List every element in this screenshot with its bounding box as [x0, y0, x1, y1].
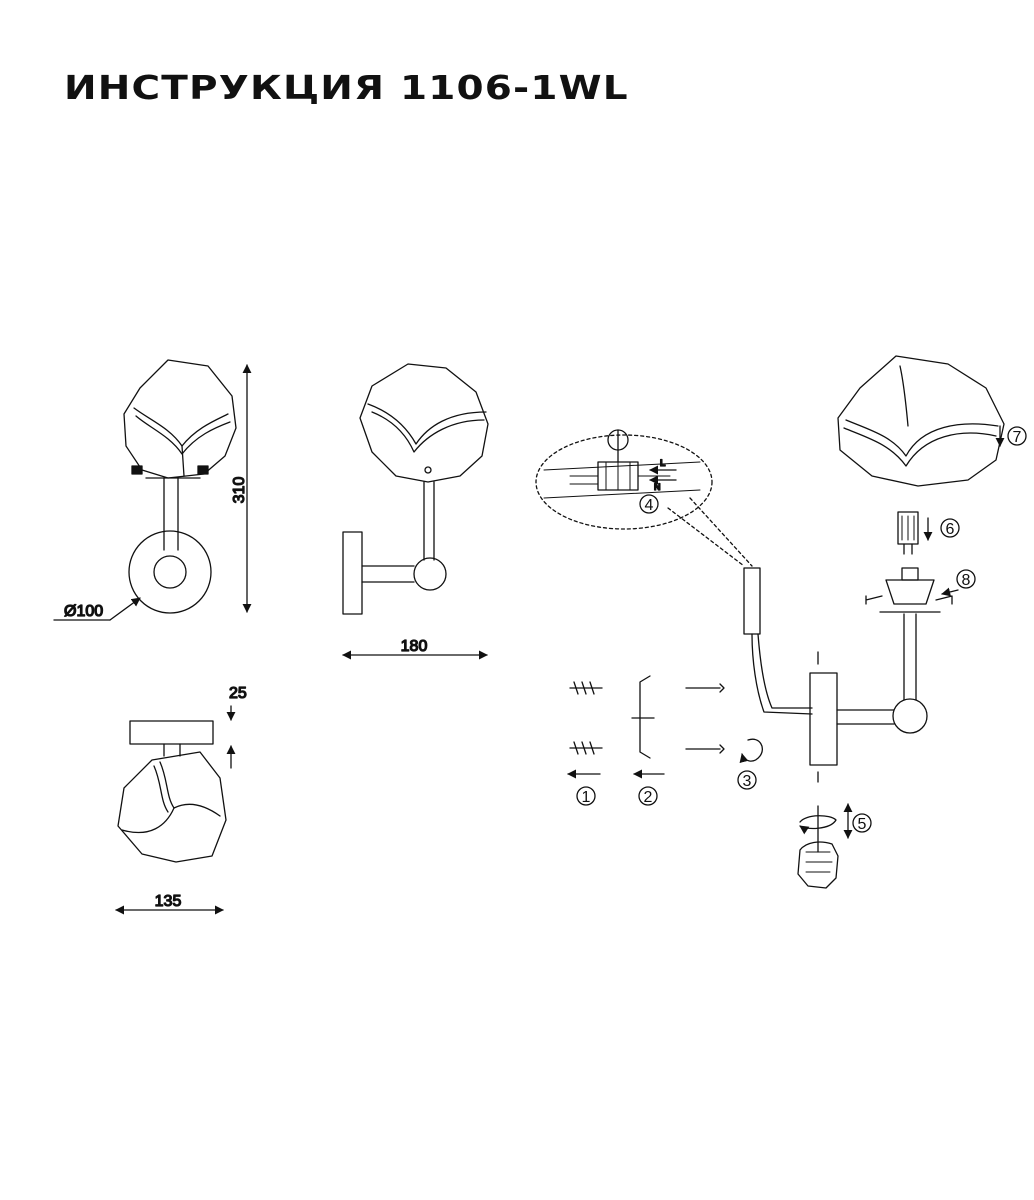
step-badge-5: 5	[852, 813, 872, 833]
page-title: ИНСТРУКЦИЯ 1106-1WL	[64, 68, 629, 107]
wire-label-neutral: N	[654, 482, 661, 492]
wall-mounting	[567, 675, 763, 779]
wall-plug-upper	[569, 681, 603, 695]
svg-text:1: 1	[582, 789, 591, 806]
step-badge-3: 3	[737, 770, 757, 790]
base-thickness-label: 25	[229, 685, 247, 702]
assembly-shade	[837, 355, 1005, 487]
lamp-body-assembly	[797, 613, 928, 889]
hand-icon	[797, 841, 839, 889]
step8-arrow	[941, 587, 959, 597]
svg-text:4: 4	[645, 497, 654, 514]
lamp-top-assembly	[837, 355, 1005, 613]
mounting-bracket	[639, 675, 651, 759]
wall-base-assembly	[809, 672, 838, 766]
svg-text:3: 3	[743, 773, 752, 790]
svg-text:8: 8	[962, 572, 971, 589]
top-wall-plate	[129, 720, 214, 745]
side-wall-plate	[342, 531, 363, 615]
height-label: 310	[231, 477, 248, 504]
step-badge-7: 7	[1007, 426, 1027, 446]
wall-plug-lower	[569, 741, 603, 755]
rotate-arrow-3	[739, 738, 763, 764]
svg-text:5: 5	[858, 816, 867, 833]
svg-text:6: 6	[946, 521, 955, 538]
bulb-icon	[897, 511, 919, 545]
depth-label: 180	[401, 638, 428, 655]
wiring-detail-callout	[535, 434, 713, 530]
front-view	[53, 359, 252, 621]
rotate-arrow-5	[799, 815, 837, 835]
width-label: 135	[155, 893, 182, 910]
wiring-detail	[535, 429, 813, 715]
front-base-plate	[128, 530, 212, 614]
socket-holder	[885, 579, 935, 605]
assembly-joint	[892, 698, 928, 734]
step-badge-2: 2	[638, 786, 658, 806]
screw-upper	[685, 683, 725, 693]
step-badge-8: 8	[956, 569, 976, 589]
side-view	[342, 363, 489, 660]
side-joint	[413, 557, 447, 591]
step-badge-6: 6	[940, 518, 960, 538]
socket-cap	[901, 567, 919, 581]
supply-cable	[751, 633, 813, 715]
svg-text:2: 2	[644, 789, 653, 806]
step-badge-4: 4	[639, 494, 659, 514]
diameter-leader	[109, 597, 141, 621]
step-badge-1: 1	[576, 786, 596, 806]
screw-left	[865, 595, 883, 605]
front-joint	[153, 555, 187, 589]
front-shade	[123, 359, 237, 479]
svg-text:7: 7	[1013, 429, 1022, 446]
front-shade-facet	[133, 407, 229, 447]
diameter-label: Ø100	[64, 603, 103, 620]
top-view	[115, 705, 236, 915]
top-shade	[117, 751, 227, 863]
screw-right	[935, 595, 953, 605]
wire-label-live: L	[660, 458, 666, 468]
cable-connector	[743, 567, 761, 635]
screw-lower	[685, 744, 725, 754]
side-shade	[359, 363, 489, 483]
